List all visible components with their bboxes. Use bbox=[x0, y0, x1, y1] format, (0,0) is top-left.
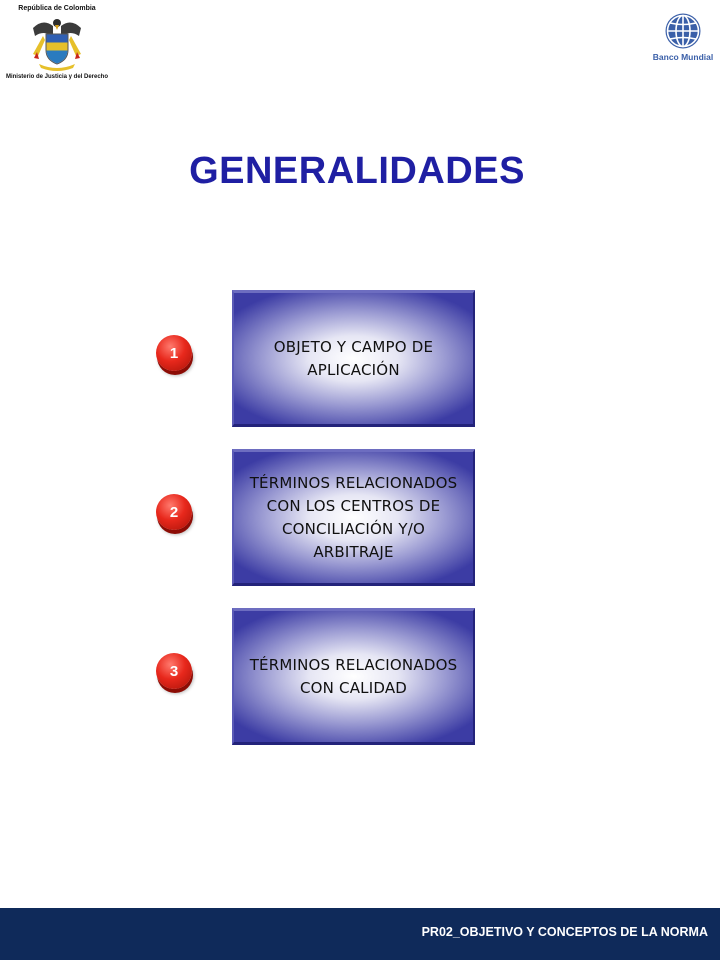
topic-label-2: TÉRMINOS RELACIONADOS CON LOS CENTROS DE… bbox=[249, 473, 458, 561]
footer-bar: PR02_OBJETIVO Y CONCEPTOS DE LA NORMA bbox=[0, 908, 720, 960]
topic-box-1[interactable]: OBJETO Y CAMPO DE APLICACIÓN bbox=[232, 290, 475, 427]
banco-mundial-label: Banco Mundial bbox=[652, 52, 714, 62]
item-number-badge-2: 2 bbox=[156, 494, 192, 530]
topic-box-3[interactable]: TÉRMINOS RELACIONADOS CON CALIDAD bbox=[232, 608, 475, 745]
topic-label-3: TÉRMINOS RELACIONADOS CON CALIDAD bbox=[249, 655, 458, 697]
item-number-badge-3: 3 bbox=[156, 653, 192, 689]
ministerio-logo: República de Colombia Ministerio de Just… bbox=[4, 4, 110, 88]
colombia-coat-of-arms-icon bbox=[33, 19, 81, 71]
topic-label-1: OBJETO Y CAMPO DE APLICACIÓN bbox=[273, 337, 434, 379]
banco-mundial-logo: Banco Mundial bbox=[650, 12, 716, 62]
logo-caption-top: República de Colombia bbox=[18, 5, 96, 12]
globe-icon bbox=[665, 13, 701, 49]
topic-box-2[interactable]: TÉRMINOS RELACIONADOS CON LOS CENTROS DE… bbox=[232, 449, 475, 586]
item-number-badge-1: 1 bbox=[156, 335, 192, 371]
logo-caption-bottom: Ministerio de Justicia y del Derecho bbox=[5, 74, 109, 80]
page-title: GENERALIDADES bbox=[189, 150, 525, 192]
footer-text: PR02_OBJETIVO Y CONCEPTOS DE LA NORMA bbox=[421, 925, 708, 939]
